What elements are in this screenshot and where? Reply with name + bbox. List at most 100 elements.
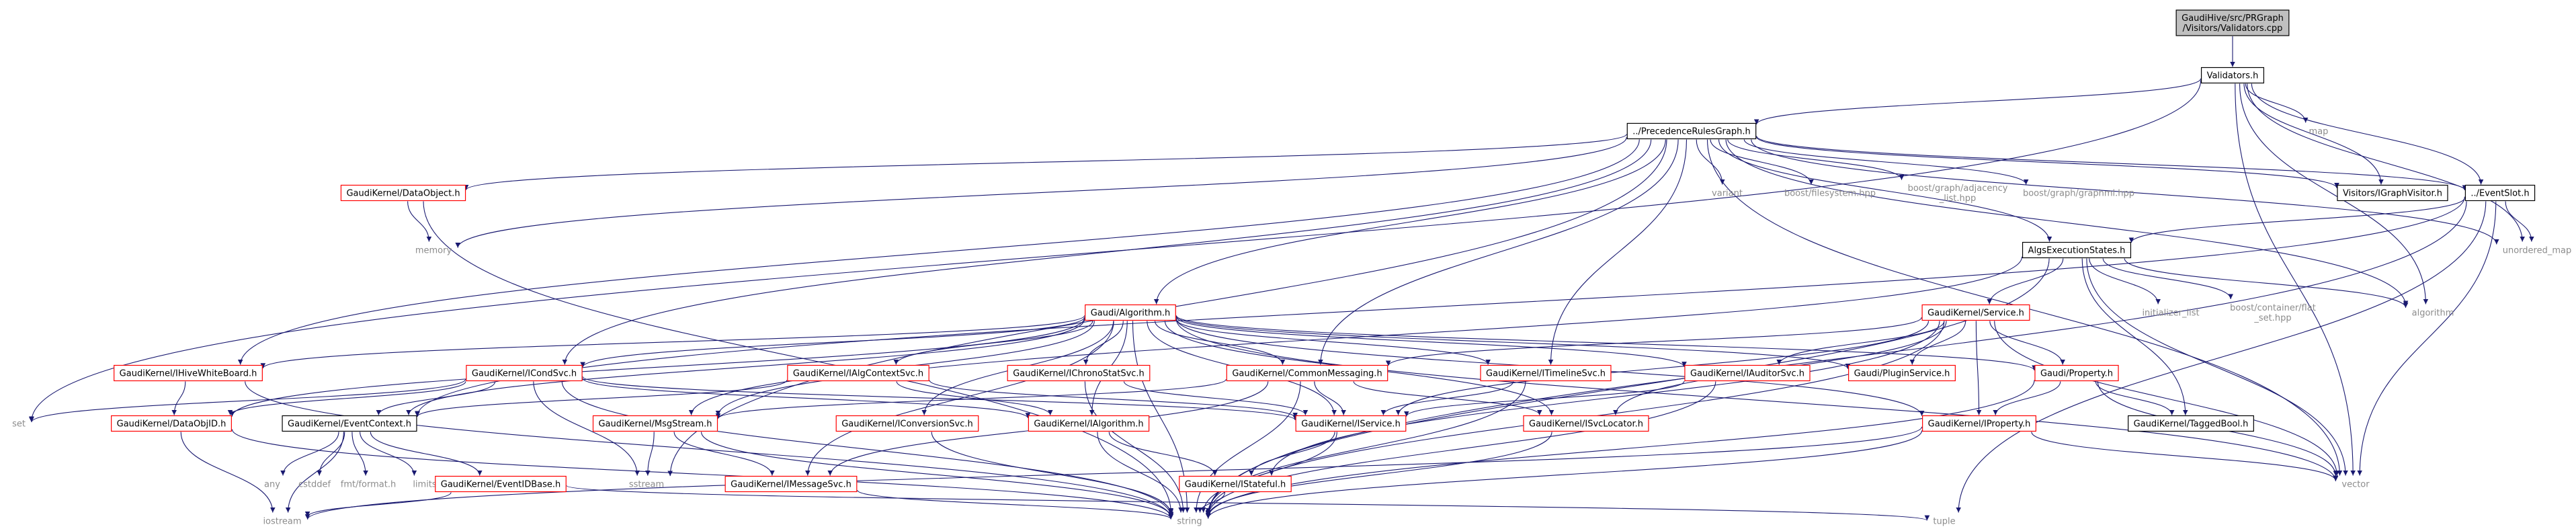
node-istateful[interactable]: GaudiKernel/IStateful.h (1179, 475, 1292, 493)
node-label: boost/container/flat (2230, 303, 2316, 313)
node-box (2175, 9, 2290, 36)
node-label: tuple (1933, 517, 1955, 527)
edge-iauditor-to-iservice (1404, 380, 1685, 417)
node-service[interactable]: GaudiKernel/Service.h (1921, 304, 2030, 321)
node-fmt: fmt/format.h (341, 480, 396, 490)
edge-validators-to-unordered (2247, 83, 2526, 242)
edge-ialgctx-to-ialgorithm (896, 381, 1053, 415)
node-box (1848, 364, 1956, 382)
edge-service-to-pluginsvc (1909, 321, 1966, 365)
node-label: GaudiKernel/EventIDBase.h (441, 480, 560, 490)
node-iservice[interactable]: GaudiKernel/IService.h (1295, 415, 1407, 432)
edge-prg-to-badj (1727, 139, 1905, 180)
node-ialgctx[interactable]: GaudiKernel/IAlgContextSvc.h (787, 364, 929, 382)
node-label: string (1177, 517, 1202, 527)
edge-prg-to-gaudialgo (1153, 139, 1666, 305)
node-isvcloc[interactable]: GaudiKernel/ISvcLocator.h (1523, 415, 1649, 432)
node-label: Gaudi/Property.h (2040, 369, 2113, 379)
node-validators[interactable]: Validators.h (2200, 67, 2265, 84)
node-box (1626, 122, 1757, 140)
edge-msgstream-to-string (700, 432, 1174, 518)
node-box (2128, 415, 2254, 432)
edge-eventctx-to-any (280, 432, 339, 476)
node-iauditor[interactable]: GaudiKernel/IAuditorSvc.h (1684, 364, 1811, 382)
edge-eventidbase-to-iostream (304, 492, 452, 517)
edge-property-to-iproperty (1993, 381, 2061, 415)
edge-prg-to-memory (455, 137, 1627, 248)
node-dataobject[interactable]: GaudiKernel/DataObject.h (340, 184, 466, 202)
node-label: GaudiKernel/IAlgorithm.h (1034, 419, 1143, 430)
edge-ialgorithm-to-istateful (1108, 432, 1218, 476)
node-label: map (2309, 127, 2329, 137)
node-label: GaudiKernel/IAuditorSvc.h (1690, 369, 1804, 379)
edge-eventslot-to-vector (2357, 201, 2497, 476)
node-box (282, 415, 417, 432)
node-itimeline[interactable]: GaudiKernel/ITimelineSvc.h (1480, 364, 1612, 382)
node-ihivewb[interactable]: GaudiKernel/IHiveWhiteBoard.h (114, 364, 263, 382)
node-msgstream[interactable]: GaudiKernel/MsgStream.h (592, 415, 718, 432)
node-badj: boost/graph/adjacency_list.hpp (1908, 184, 2008, 204)
edge-aes-to-vector (2086, 258, 2348, 476)
node-pluginsvc[interactable]: Gaudi/PluginService.h (1848, 364, 1956, 382)
node-ialgorithm[interactable]: GaudiKernel/IAlgorithm.h (1028, 415, 1150, 432)
node-iconvsvc[interactable]: GaudiKernel/IConversionSvc.h (835, 415, 979, 432)
node-dataobjid[interactable]: GaudiKernel/DataObjID.h (111, 415, 232, 432)
node-label: sstream (629, 480, 664, 490)
edge-aes-to-initlist (2089, 258, 2161, 305)
node-imsgsvc[interactable]: GaudiKernel/IMessageSvc.h (724, 475, 858, 493)
node-box (2034, 364, 2119, 382)
node-label: algorithm (2412, 309, 2454, 319)
node-box (724, 475, 858, 493)
node-aes[interactable]: AlgsExecutionStates.h (2022, 241, 2132, 259)
edge-validators-to-igv (2243, 83, 2384, 185)
node-box (340, 184, 466, 202)
edge-service-to-istateful (1269, 321, 1940, 476)
node-box (111, 415, 232, 432)
node-label: memory (415, 246, 452, 256)
edge-icondsvc-to-eventctx (376, 381, 496, 415)
node-label: boost/filesystem.hpp (1784, 189, 1876, 199)
node-gaudialgo[interactable]: Gaudi/Algorithm.h (1085, 304, 1176, 321)
node-eventslot[interactable]: ../EventSlot.h (2464, 184, 2536, 202)
edge-validators-to-vector (2235, 83, 2356, 476)
edge-prg-to-ihivewb (237, 139, 1640, 365)
edge-icondsvc-to-dataobjid (227, 381, 466, 415)
node-label: /Visitors/Validators.cpp (2183, 24, 2283, 34)
edge-istateful-to-string (1197, 492, 1226, 513)
node-prg[interactable]: ../PrecedenceRulesGraph.h (1626, 122, 1757, 140)
edge-ichrono-to-iservice (1123, 381, 1308, 415)
node-box (1523, 415, 1649, 432)
node-label: Gaudi/Algorithm.h (1091, 309, 1171, 319)
node-cstddef: cstddef (298, 480, 331, 490)
node-eventctx[interactable]: GaudiKernel/EventContext.h (282, 415, 417, 432)
node-eventidbase[interactable]: GaudiKernel/EventIDBase.h (435, 475, 567, 493)
edge-gaudialgo-to-vector (1175, 319, 2339, 481)
node-property[interactable]: Gaudi/Property.h (2034, 364, 2119, 382)
nodes-layer: GaudiHive/src/PRGraph/Visitors/Validator… (12, 9, 2571, 527)
node-label: set (12, 419, 26, 430)
node-label: GaudiKernel/ITimelineSvc.h (1486, 369, 1606, 379)
node-memory: memory (415, 246, 452, 256)
edge-dataobject-to-memory (407, 201, 432, 242)
node-initlist: initializer_list (2142, 309, 2199, 319)
node-igv[interactable]: Visitors/IGraphVisitor.h (2337, 184, 2448, 202)
node-box (1480, 364, 1612, 382)
edge-eventctx-to-eventidbase (370, 432, 483, 476)
node-root[interactable]: GaudiHive/src/PRGraph/Visitors/Validator… (2175, 9, 2290, 36)
node-vector: vector (2341, 480, 2370, 490)
node-box (592, 415, 718, 432)
node-commsg[interactable]: GaudiKernel/CommonMessaging.h (1226, 364, 1388, 382)
node-ichrono[interactable]: GaudiKernel/IChronoStatSvc.h (1007, 364, 1151, 382)
node-label: GaudiKernel/ICondSvc.h (472, 369, 577, 379)
node-box (466, 364, 583, 382)
edge-commsg-to-iservice (1314, 381, 1347, 415)
node-taggedbool[interactable]: GaudiKernel/TaggedBool.h (2128, 415, 2254, 432)
edge-dataobjid-to-string (231, 429, 1173, 520)
edge-iproperty-to-vector (2031, 432, 2339, 481)
node-icondsvc[interactable]: GaudiKernel/ICondSvc.h (466, 364, 583, 382)
node-box (2022, 241, 2132, 259)
node-label: variant (1712, 189, 1743, 199)
node-box (114, 364, 263, 382)
node-iproperty[interactable]: GaudiKernel/IProperty.h (1922, 415, 2036, 432)
